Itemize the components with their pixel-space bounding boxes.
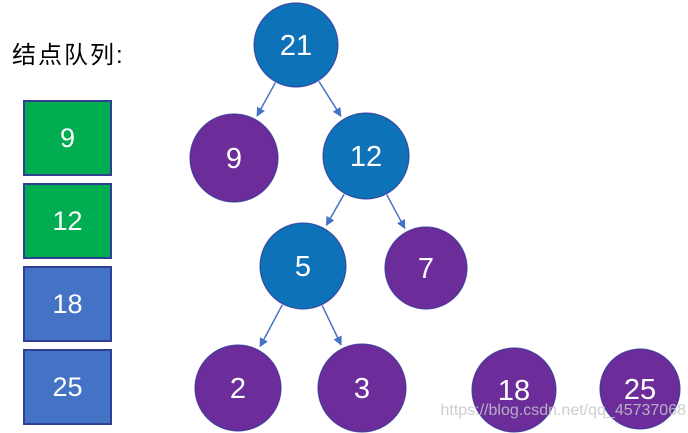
tree-node-label: 25 bbox=[624, 374, 656, 406]
tree-node-3 bbox=[317, 343, 407, 433]
page-title: 结点队列: bbox=[12, 42, 125, 69]
tree-node-2 bbox=[194, 344, 282, 432]
queue-box: 25 bbox=[23, 349, 112, 425]
tree-edge-5-to-3 bbox=[321, 305, 342, 346]
tree-node-label: 12 bbox=[350, 141, 382, 173]
queue-box-value: 12 bbox=[52, 205, 83, 236]
tree-node-label: 3 bbox=[354, 373, 370, 405]
tree-edge-12-to-5 bbox=[325, 193, 345, 226]
tree-node-label: 9 bbox=[226, 143, 242, 175]
tree-edge-12-to-7 bbox=[386, 194, 406, 230]
queue-box-value: 18 bbox=[52, 288, 83, 319]
tree-node-label: 2 bbox=[230, 373, 246, 405]
tree-node-5 bbox=[259, 222, 347, 310]
tree-node-18 bbox=[471, 347, 557, 433]
node-queue: 9 12 18 25 bbox=[23, 100, 112, 425]
watermark-text: https://blog.csdn.net/qq_45737068 bbox=[440, 402, 686, 419]
queue-box-value: 25 bbox=[52, 371, 83, 402]
tree-node-7 bbox=[384, 226, 468, 310]
queue-box: 9 bbox=[23, 100, 112, 176]
tree-edge-21-to-9 bbox=[256, 82, 276, 117]
tree-node-9 bbox=[189, 113, 279, 203]
tree-edge-21-to-12 bbox=[318, 80, 342, 117]
tree-node-12 bbox=[322, 112, 410, 200]
tree-node-label: 18 bbox=[498, 375, 530, 407]
tree-node-25 bbox=[599, 348, 681, 430]
tree-node-label: 5 bbox=[295, 251, 311, 283]
tree-nodes: 21 9 12 5 7 2 3 18 25 bbox=[189, 2, 681, 433]
queue-box-value: 9 bbox=[59, 122, 76, 153]
tree-node-label: 21 bbox=[280, 30, 312, 62]
tree-node-21 bbox=[253, 2, 339, 88]
queue-box: 12 bbox=[23, 183, 112, 259]
tree-edge-5-to-2 bbox=[259, 304, 283, 348]
tree-node-label: 7 bbox=[418, 253, 434, 285]
queue-box: 18 bbox=[23, 266, 112, 342]
tree-edges bbox=[256, 80, 406, 348]
